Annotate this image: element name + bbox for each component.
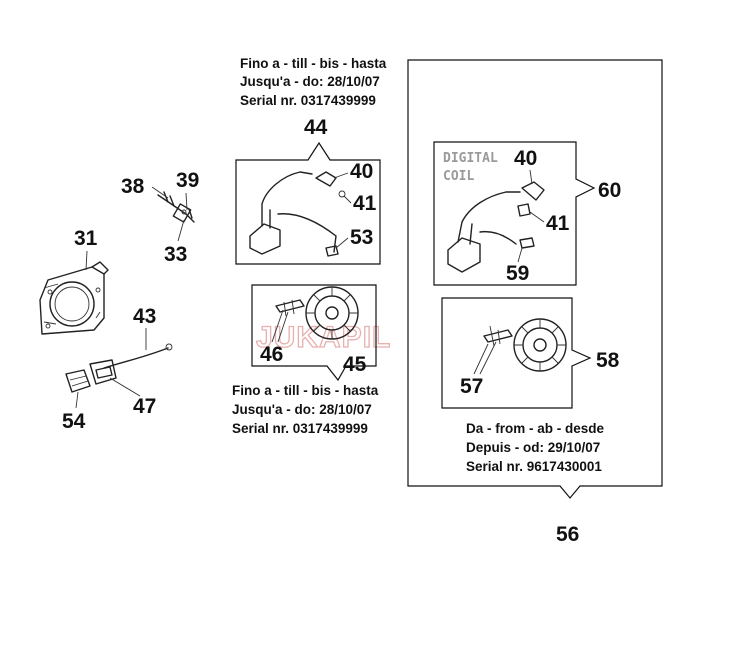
- callout-57: 57: [460, 375, 483, 398]
- callout-41a: 41: [353, 192, 377, 215]
- callout-53: 53: [350, 226, 373, 249]
- screw-assembly-drawing: [157, 191, 195, 223]
- callout-58: 58: [596, 349, 620, 372]
- switch-cable-drawing: [65, 343, 173, 393]
- box-60: [433, 141, 596, 286]
- coil-label-line-1: DIGITAL: [443, 151, 498, 166]
- ignition-module-old-drawing: [249, 171, 346, 257]
- note-right-line-3: Serial nr. 9617430001: [466, 459, 602, 474]
- fan-housing-drawing: [39, 261, 109, 335]
- note-bottom-line-3: Serial nr. 0317439999: [232, 421, 368, 436]
- note-top-line-3: Serial nr. 0317439999: [240, 93, 376, 108]
- box-45: [251, 284, 377, 382]
- callout-38: 38: [121, 175, 145, 198]
- note-top-line-2: Jusqu'a - do: 28/10/07: [240, 74, 380, 89]
- note-right-line-1: Da - from - ab - desde: [466, 421, 605, 436]
- callout-44: 44: [304, 116, 328, 139]
- callout-41b: 41: [546, 212, 570, 235]
- callout-54: 54: [62, 410, 86, 433]
- callout-33: 33: [164, 243, 187, 266]
- callout-43: 43: [133, 305, 156, 328]
- note-bottom-line-1: Fino a - till - bis - hasta: [232, 383, 379, 398]
- box-58: [441, 297, 592, 409]
- box-44: [235, 141, 381, 265]
- note-top-line-1: Fino a - till - bis - hasta: [240, 56, 387, 71]
- callout-46: 46: [260, 343, 283, 366]
- callout-47: 47: [133, 395, 156, 418]
- callout-39: 39: [176, 169, 199, 192]
- callout-60: 60: [598, 179, 621, 202]
- flywheel-old-drawing: [275, 286, 359, 340]
- ignition-module-digital-drawing: [447, 181, 545, 273]
- callout-40a: 40: [350, 160, 373, 183]
- flywheel-new-drawing: [483, 318, 567, 372]
- box-56: [407, 59, 663, 499]
- callout-56: 56: [556, 523, 579, 546]
- callout-59: 59: [506, 262, 529, 285]
- coil-label-line-2: COIL: [443, 169, 474, 184]
- callout-31: 31: [74, 227, 98, 250]
- note-bottom-line-2: Jusqu'a - do: 28/10/07: [232, 402, 372, 417]
- callout-40b: 40: [514, 147, 537, 170]
- callout-45: 45: [343, 353, 367, 376]
- note-right-line-2: Depuis - od: 29/10/07: [466, 440, 600, 455]
